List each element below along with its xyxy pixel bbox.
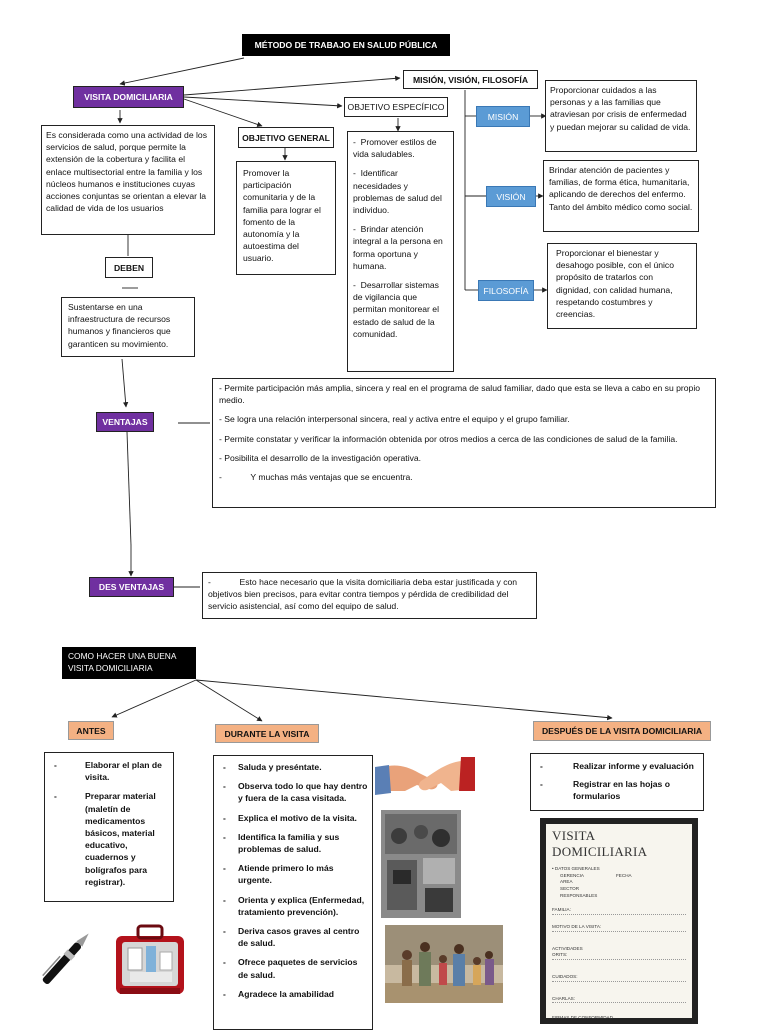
visita-form-line: ACTIVIDADES — [552, 945, 583, 951]
vision-text: Brindar atención de pacientes y familias… — [549, 165, 693, 212]
durante-item: Deriva casos graves al centro de salud. — [218, 925, 368, 949]
antes-node: ANTES — [68, 721, 114, 740]
como-hacer-line1: COMO HACER UNA BUENA — [68, 651, 177, 661]
antes-item: Preparar material (maletín de medicament… — [49, 790, 169, 888]
handshake-illustration — [375, 757, 475, 795]
durante-item: Saluda y preséntate. — [218, 761, 368, 773]
antes-item: Elaborar el plan de visita. — [49, 759, 169, 783]
kitchen-photo — [381, 810, 461, 918]
despues-item: Realizar informe y evaluación — [535, 760, 699, 772]
visita-form-row: GERENCIA FECHA — [552, 873, 686, 880]
despues-label: DESPUÉS DE LA VISITA DOMICILIARIA — [541, 726, 703, 736]
desventajas-node: DES VENTAJAS — [89, 577, 174, 597]
visita-form-line: CHARLAS: — [552, 996, 686, 1004]
visita-form-paper: VISITA DOMICILIARIA • DATOS GENERALES GE… — [546, 824, 692, 1020]
visita-form-line: AREA — [560, 879, 573, 885]
mision-text: Proporcionar cuidados a las personas y a… — [550, 85, 691, 132]
objetivo-general-text: Promover la participación comunitaria y … — [243, 168, 321, 264]
objetivo-especifico-label: OBJETIVO ESPECÍFICO — [347, 102, 445, 112]
objetivo-especifico-node: OBJETIVO ESPECÍFICO — [344, 97, 448, 117]
desventajas-box: - Esto hace necesario que la visita domi… — [202, 572, 537, 619]
visita-form-line: FECHA — [616, 872, 632, 878]
ventajas-item: - Posibilita el desarrollo de la investi… — [219, 452, 422, 463]
visita-form-fields: • DATOS GENERALES GERENCIA FECHA AREA SE… — [552, 866, 686, 1022]
desventajas-text: - Esto hace necesario que la visita domi… — [208, 577, 520, 612]
ventajas-item: - Permite constatar y verificar la infor… — [219, 433, 678, 444]
deben-label: DEBEN — [113, 262, 145, 273]
durante-node: DURANTE LA VISITA — [215, 724, 319, 743]
despues-item: Registrar en las hojas o formularios — [535, 778, 699, 802]
durante-label: DURANTE LA VISITA — [224, 728, 310, 739]
ventajas-label: VENTAJAS — [102, 417, 148, 427]
filosofia-text: Proporcionar el bienestar y desahogo pos… — [556, 248, 675, 320]
first-aid-kit-illustration — [116, 924, 184, 994]
despues-list: Realizar informe y evaluación Registrar … — [535, 760, 699, 803]
desventajas-label: DES VENTAJAS — [98, 582, 165, 592]
mision-node: MISIÓN — [476, 106, 530, 127]
visita-form-line: FAMILIA: — [552, 907, 686, 915]
visita-form-line: RESPONSABLES — [560, 892, 598, 898]
visita-domiciliaria-label: VISITA DOMICILIARIA — [84, 92, 173, 102]
vision-label: VISIÓN — [496, 191, 526, 202]
visita-form-line: CUIDADOS: — [552, 974, 686, 982]
objetivo-general-label: OBJETIVO GENERAL — [242, 132, 330, 143]
objetivo-especifico-item: - Brindar atención integral a la persona… — [353, 224, 443, 271]
visita-form-line: FIRMAS DE CONFORMIDAD — [552, 1015, 613, 1021]
mision-label: MISIÓN — [487, 111, 519, 122]
objetivo-especifico-item: - Desarrollar sistemas de vigilancia que… — [353, 280, 439, 339]
objetivo-especifico-item: - Identificar necesidades y problemas de… — [353, 168, 442, 216]
visita-form-line: GERENCIA — [560, 872, 584, 878]
visita-form-line: • DATOS GENERALES — [552, 866, 600, 871]
visita-domiciliaria-node: VISITA DOMICILIARIA — [73, 86, 184, 108]
objetivo-especifico-box: - Promover estilos de vida saludables. -… — [347, 131, 454, 372]
como-hacer-title: COMO HACER UNA BUENA VISITA DOMICILIARIA — [62, 647, 196, 679]
mision-box: Proporcionar cuidados a las personas y a… — [545, 80, 697, 152]
ventajas-box: - Permite participación más amplia, sinc… — [212, 378, 716, 508]
deben-text-box: Sustentarse en una infraestructura de re… — [61, 297, 195, 357]
main-title-text: MÉTODO DE TRABAJO EN SALUD PÚBLICA — [254, 40, 438, 50]
ventajas-item: - Y muchas más ventajas que se encuentra… — [219, 472, 413, 483]
visita-form-title: VISITA DOMICILIARIA — [552, 828, 648, 859]
durante-item: Atiende primero lo más urgente. — [218, 862, 368, 886]
deben-text: Sustentarse en una infraestructura de re… — [68, 302, 171, 349]
durante-item: Observa todo lo que hay dentro y fuera d… — [218, 780, 368, 804]
antes-list: Elaborar el plan de visita. Preparar mat… — [49, 759, 169, 888]
durante-item: Orienta y explica (Enfermedad, tratamien… — [218, 894, 368, 918]
filosofia-box: Proporcionar el bienestar y desahogo pos… — [547, 243, 697, 329]
visita-form-line: MOTIVO DE LA VISITA: — [552, 924, 686, 932]
como-hacer-line2: VISITA DOMICILIARIA — [68, 663, 153, 674]
mvf-node: MISIÓN, VISIÓN, FILOSOFÍA — [403, 70, 538, 89]
durante-list: Saluda y preséntate. Observa todo lo que… — [218, 761, 368, 1000]
filosofia-label: FILOSOFÍA — [483, 285, 529, 296]
durante-box: Saluda y preséntate. Observa todo lo que… — [213, 755, 373, 1030]
deben-node: DEBEN — [105, 257, 153, 278]
objetivo-general-node: OBJETIVO GENERAL — [238, 127, 334, 148]
ventajas-item: - Permite participación más amplia, sinc… — [219, 383, 701, 406]
definicion-box: Es considerada como una actividad de los… — [41, 125, 215, 235]
vision-box: Brindar atención de pacientes y familias… — [543, 160, 699, 232]
mvf-label: MISIÓN, VISIÓN, FILOSOFÍA — [412, 74, 529, 85]
filosofia-node: FILOSOFÍA — [478, 280, 534, 301]
despues-box: Realizar informe y evaluación Registrar … — [530, 753, 704, 811]
pen-illustration — [42, 933, 89, 985]
vision-node: VISIÓN — [486, 186, 536, 207]
durante-item: Agradece la amabilidad — [218, 988, 368, 1000]
family-photo — [385, 925, 503, 1003]
objetivo-general-box: Promover la participación comunitaria y … — [236, 161, 336, 275]
ventajas-item: - Se logra una relación interpersonal si… — [219, 414, 570, 425]
objetivo-especifico-item: - Promover estilos de vida saludables. — [353, 137, 437, 160]
ventajas-node: VENTAJAS — [96, 412, 154, 432]
durante-item: Explica el motivo de la visita. — [218, 812, 368, 824]
despues-node: DESPUÉS DE LA VISITA DOMICILIARIA — [533, 721, 711, 741]
visita-form-line: SECTOR — [560, 885, 580, 891]
antes-box: Elaborar el plan de visita. Preparar mat… — [44, 752, 174, 902]
durante-item: Identifica la familia y sus problemas de… — [218, 831, 368, 855]
antes-label: ANTES — [76, 725, 106, 736]
main-title: MÉTODO DE TRABAJO EN SALUD PÚBLICA — [242, 34, 450, 56]
definicion-text: Es considerada como una actividad de los… — [46, 130, 207, 214]
durante-item: Ofrece paquetes de servicios de salud. — [218, 956, 368, 980]
visita-form-image: VISITA DOMICILIARIA • DATOS GENERALES GE… — [540, 818, 698, 1024]
visita-form-line: ORITS: — [552, 952, 686, 960]
